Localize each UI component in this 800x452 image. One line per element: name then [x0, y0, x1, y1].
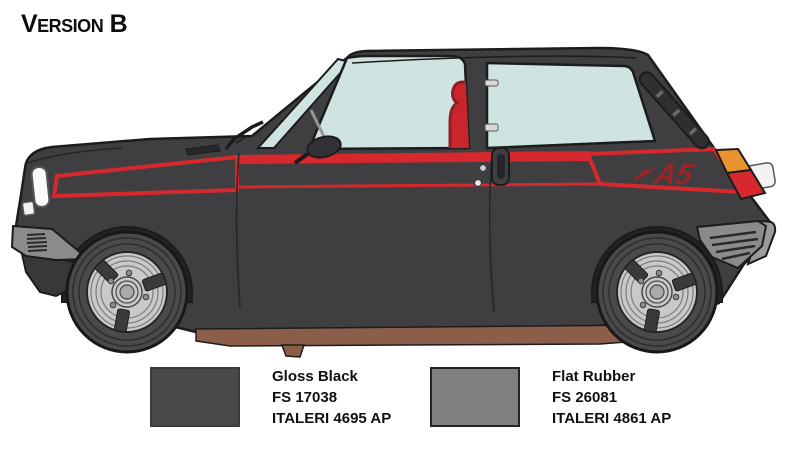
quarter-window [484, 61, 657, 150]
paint-label-gloss-black: Gloss Black FS 17038 ITALERI 4695 AP [272, 366, 391, 429]
paint-fs-code: FS 26081 [552, 389, 618, 406]
window-hinge-icon [484, 123, 499, 132]
side-mirror [293, 135, 342, 165]
door-window [307, 54, 471, 151]
panel-details [185, 144, 495, 313]
wiper-icon [224, 120, 264, 151]
door-pin [473, 178, 483, 188]
paint-italeri-code: ITALERI 4695 AP [272, 410, 392, 427]
roof-gutter-line [351, 55, 637, 64]
door-handle [491, 147, 510, 186]
badge-text: A5 [650, 158, 697, 190]
paint-swatch-flat-rubber [430, 367, 520, 427]
rear-bumper [695, 219, 777, 270]
sill-strip [195, 324, 653, 358]
paint-italeri-code: ITALERI 4861 AP [552, 410, 672, 427]
paint-label-flat-rubber: Flat Rubber FS 26081 ITALERI 4861 AP [552, 366, 671, 429]
paint-fs-code: FS 17038 [272, 389, 338, 406]
paint-name: Gloss Black [272, 368, 358, 385]
version-title: Version B [21, 10, 128, 38]
tail-light [714, 147, 767, 201]
headlight [30, 165, 51, 208]
rear-wheel [595, 230, 719, 354]
front-indicator [21, 200, 36, 217]
c-pillar-vent [638, 71, 710, 150]
alpine-badge: A5 [633, 158, 697, 191]
paint-name: Flat Rubber [552, 368, 636, 385]
front-wheel [65, 230, 189, 354]
seat [448, 80, 469, 149]
door-pin [478, 163, 488, 173]
paint-swatch-gloss-black [150, 367, 240, 427]
front-bumper [10, 224, 91, 298]
window-hinge-icon [484, 79, 499, 87]
